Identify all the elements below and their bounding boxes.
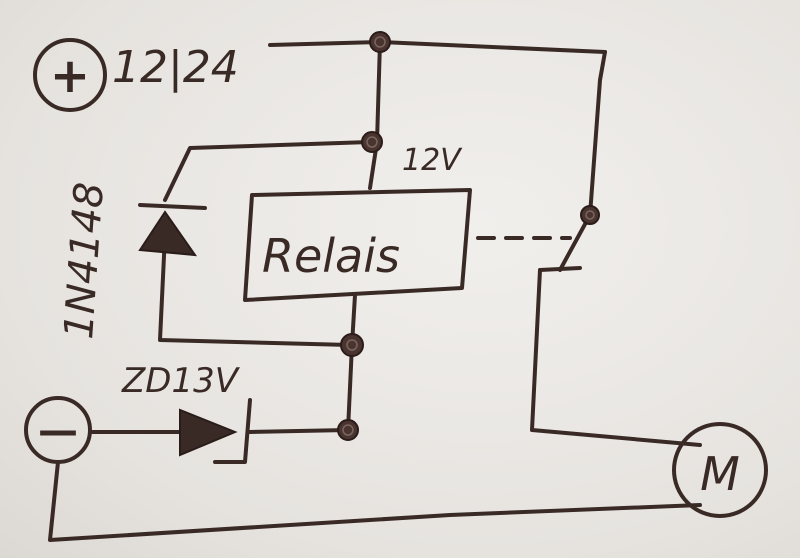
diode-triangle bbox=[138, 210, 198, 257]
zener-label: ZD13V bbox=[121, 361, 241, 401]
motor: M bbox=[672, 422, 768, 518]
diode-cathode-bar bbox=[138, 203, 207, 210]
relay-switch-stop bbox=[538, 266, 582, 272]
bottom-return-wire bbox=[48, 460, 702, 542]
relay-voltage-label: 12V bbox=[402, 143, 463, 178]
relay-top-wire bbox=[368, 40, 382, 190]
zener-to-node-wire bbox=[248, 428, 350, 434]
zener-diode-zd13v bbox=[179, 398, 252, 464]
junction-relay-bottom bbox=[340, 333, 364, 357]
junction-relay-top bbox=[361, 131, 383, 153]
junction-switch bbox=[580, 205, 600, 225]
diode-bottom-wire bbox=[158, 233, 352, 347]
negative-symbol: — bbox=[38, 408, 78, 454]
relay-label: Relais bbox=[262, 229, 400, 283]
supply-voltage-label: 12|24 bbox=[112, 42, 239, 93]
negative-terminal: — bbox=[24, 396, 92, 464]
zener-triangle bbox=[179, 408, 238, 457]
motor-circle bbox=[672, 422, 768, 518]
relay-coil-box bbox=[243, 188, 472, 302]
motor-label: M bbox=[700, 447, 740, 501]
top-rail-wire bbox=[268, 40, 607, 54]
diode-label: 1N4148 bbox=[56, 181, 113, 341]
diode-1n4148 bbox=[138, 203, 207, 257]
diode-top-wire bbox=[163, 140, 372, 202]
junction-zener bbox=[337, 419, 359, 441]
zener-cathode-bar bbox=[213, 398, 252, 464]
relay-switch-contact bbox=[558, 213, 592, 272]
junction-top bbox=[369, 31, 391, 53]
switch-supply-wire bbox=[588, 50, 607, 217]
positive-terminal: + bbox=[33, 38, 107, 112]
switch-to-motor-wire bbox=[530, 268, 702, 447]
positive-terminal-circle bbox=[33, 38, 107, 112]
positive-symbol: + bbox=[50, 48, 90, 104]
relay-bottom-wire bbox=[346, 293, 357, 432]
